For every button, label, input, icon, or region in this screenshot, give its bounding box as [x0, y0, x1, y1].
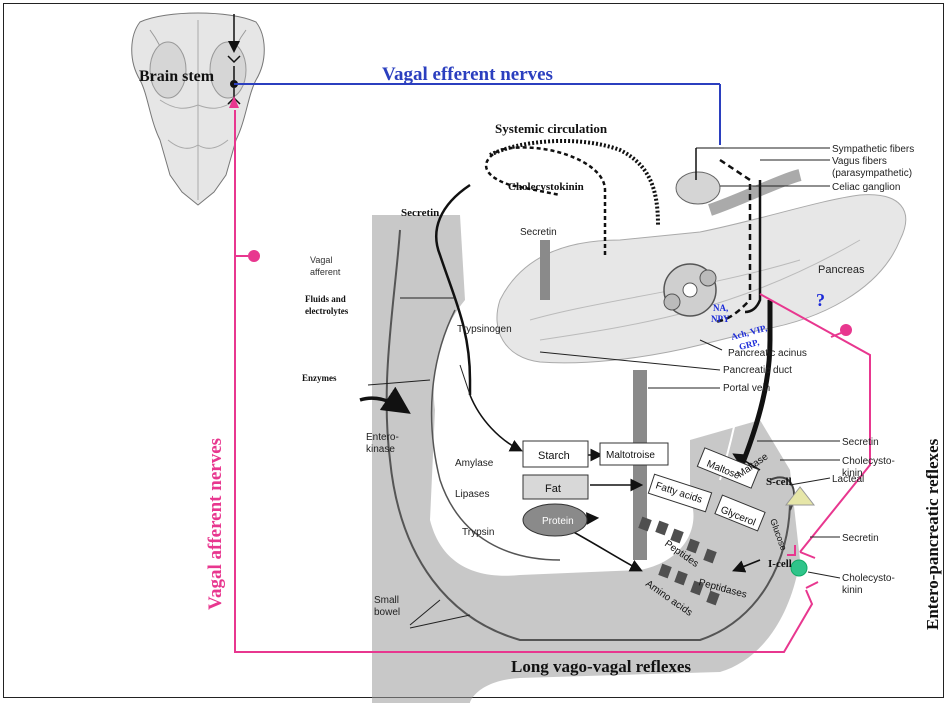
question-mark: ? — [816, 290, 825, 310]
lipases-label: Lipases — [455, 489, 489, 500]
enterokinase-label-1: Entero- — [366, 432, 399, 443]
vagus-fibers-label-2: (parasympathetic) — [832, 168, 912, 179]
secretin-right2-label: Secretin — [842, 533, 879, 544]
small-bowel-label-2: bowel — [374, 607, 400, 618]
i-cell-marker — [791, 560, 807, 576]
amylase-label: Amylase — [455, 458, 494, 469]
celiac-label: Celiac ganglion — [832, 182, 900, 193]
small-bowel-label-1: Small — [374, 595, 399, 606]
pancreatic-duct-label: Pancreatic duct — [723, 365, 792, 376]
fluids-label-1: Fluids and — [305, 294, 346, 304]
afferent-node-right — [840, 324, 852, 336]
portal-vein-label: Portal vein — [723, 383, 770, 394]
brain-stem-illustration — [132, 13, 265, 205]
anatomy-background — [372, 172, 906, 703]
vagus-fibers-label-1: Vagus fibers — [832, 156, 887, 167]
starch-label: Starch — [538, 450, 570, 462]
systemic-circulation-label: Systemic circulation — [495, 121, 608, 136]
trypsinogen-label: Trypsinogen — [457, 324, 512, 335]
secretin-right1-label: Secretin — [842, 437, 879, 448]
fat-label: Fat — [545, 483, 561, 495]
trypsin-label: Trypsin — [462, 527, 494, 538]
cck-right1-label-1: Cholecysto- — [842, 456, 895, 467]
lacteal-label: Lacteal — [832, 474, 864, 485]
cholecystokinin-top-label: Cholecystokinin — [508, 181, 584, 193]
vagal-efferent-title: Vagal efferent nerves — [382, 64, 553, 85]
npy-label: NPY — [711, 314, 730, 324]
afferent-node-left — [248, 250, 260, 262]
sympathetic-label: Sympathetic fibers — [832, 144, 914, 155]
pancreas-label: Pancreas — [818, 264, 865, 276]
pancreatic-acinus-label: Pancreatic acinus — [728, 348, 807, 359]
long-vago-vagal-title: Long vago-vagal reflexes — [511, 657, 691, 676]
entero-pancreatic-title: Entero-pancreatic reflexes — [923, 438, 942, 630]
cck-right2-label-1: Cholecysto- — [842, 573, 895, 584]
i-cell-label: I-cell — [768, 558, 792, 570]
s-cell-label: S-cell — [766, 476, 792, 488]
maltotroise-label: Maltotroise — [606, 450, 655, 461]
secretin-left-label: Secretin — [401, 207, 439, 219]
enzymes-label: Enzymes — [302, 373, 337, 383]
enterokinase-label-2: kinase — [366, 444, 395, 455]
cck-right2-label-2: kinin — [842, 585, 863, 596]
vagal-afferent-small-1: Vagal — [310, 255, 332, 265]
protein-label: Protein — [542, 516, 574, 527]
fluids-label-2: electrolytes — [305, 306, 349, 316]
secretin-vessel-label: Secretin — [520, 227, 557, 238]
brain-stem-label: Brain stem — [139, 68, 215, 85]
na-label: NA, — [713, 303, 728, 313]
vagal-afferent-small-2: afferent — [310, 267, 341, 277]
vagal-afferent-title: Vagal afferent nerves — [205, 438, 226, 610]
